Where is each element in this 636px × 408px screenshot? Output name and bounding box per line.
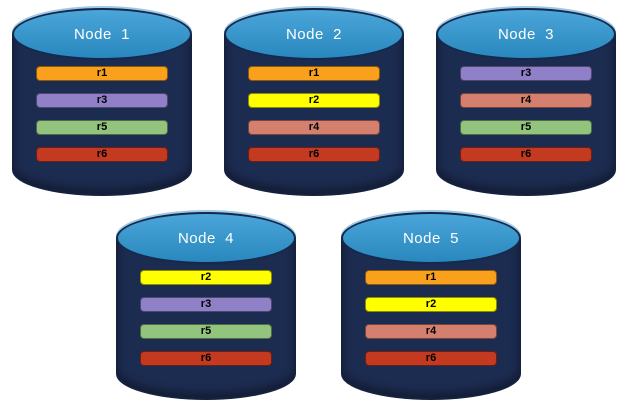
node-4-cylinder: Node 4 r2 r3 r5 r6 (116, 212, 296, 400)
node-title: Node 1 (73, 25, 131, 43)
replica-label: r5 (96, 121, 108, 133)
replica-label: r6 (308, 148, 320, 160)
replica-bar: r6 (140, 351, 272, 366)
replica-label: r4 (425, 325, 437, 337)
replica-label: r1 (425, 271, 437, 283)
replica-bar: r5 (36, 120, 168, 135)
replica-bar: r6 (365, 351, 497, 366)
replica-label: r4 (520, 94, 532, 106)
replica-label: r4 (308, 121, 320, 133)
replica-bar: r1 (248, 66, 380, 81)
cylinder-body (224, 34, 404, 196)
replica-bar: r3 (36, 93, 168, 108)
node-title: Node 4 (177, 229, 235, 247)
replica-bar: r5 (140, 324, 272, 339)
replica-bar: r4 (460, 93, 592, 108)
cylinder-top: Node 5 (341, 212, 521, 264)
replica-bar: r6 (460, 147, 592, 162)
replica-label: r6 (425, 352, 437, 364)
replica-bar: r3 (140, 297, 272, 312)
replica-label: r2 (308, 94, 320, 106)
cylinder-body (436, 34, 616, 196)
replica-list: r3 r4 r5 r6 (460, 66, 592, 174)
cylinder-body (12, 34, 192, 196)
replica-label: r1 (96, 67, 108, 79)
replica-bar: r1 (36, 66, 168, 81)
replica-label: r6 (520, 148, 532, 160)
replica-bar: r6 (248, 147, 380, 162)
replica-bar: r6 (36, 147, 168, 162)
replica-bar: r2 (140, 270, 272, 285)
replica-bar: r4 (248, 120, 380, 135)
replica-bar: r2 (365, 297, 497, 312)
node-3-cylinder: Node 3 r3 r4 r5 r6 (436, 8, 616, 196)
cylinder-body (116, 238, 296, 400)
cylinder-top: Node 4 (116, 212, 296, 264)
replica-label: r3 (520, 67, 532, 79)
node-title: Node 3 (497, 25, 555, 43)
replica-label: r5 (200, 325, 212, 337)
node-title: Node 5 (402, 229, 460, 247)
cylinder-top: Node 2 (224, 8, 404, 60)
replica-label: r2 (200, 271, 212, 283)
replica-label: r1 (308, 67, 320, 79)
replica-bar: r2 (248, 93, 380, 108)
replica-bar: r1 (365, 270, 497, 285)
replica-list: r2 r3 r5 r6 (140, 270, 272, 378)
cylinder-top: Node 3 (436, 8, 616, 60)
replica-bar: r3 (460, 66, 592, 81)
replica-list: r1 r2 r4 r6 (248, 66, 380, 174)
replica-label: r6 (200, 352, 212, 364)
cylinder-body (341, 238, 521, 400)
replica-list: r1 r2 r4 r6 (365, 270, 497, 378)
replica-bar: r5 (460, 120, 592, 135)
node-5-cylinder: Node 5 r1 r2 r4 r6 (341, 212, 521, 400)
replica-label: r2 (425, 298, 437, 310)
node-2-cylinder: Node 2 r1 r2 r4 r6 (224, 8, 404, 196)
replica-label: r3 (200, 298, 212, 310)
node-title: Node 2 (285, 25, 343, 43)
cylinder-top: Node 1 (12, 8, 192, 60)
replica-list: r1 r3 r5 r6 (36, 66, 168, 174)
replica-label: r3 (96, 94, 108, 106)
replica-label: r5 (520, 121, 532, 133)
replica-label: r6 (96, 148, 108, 160)
replica-bar: r4 (365, 324, 497, 339)
node-1-cylinder: Node 1 r1 r3 r5 r6 (12, 8, 192, 196)
